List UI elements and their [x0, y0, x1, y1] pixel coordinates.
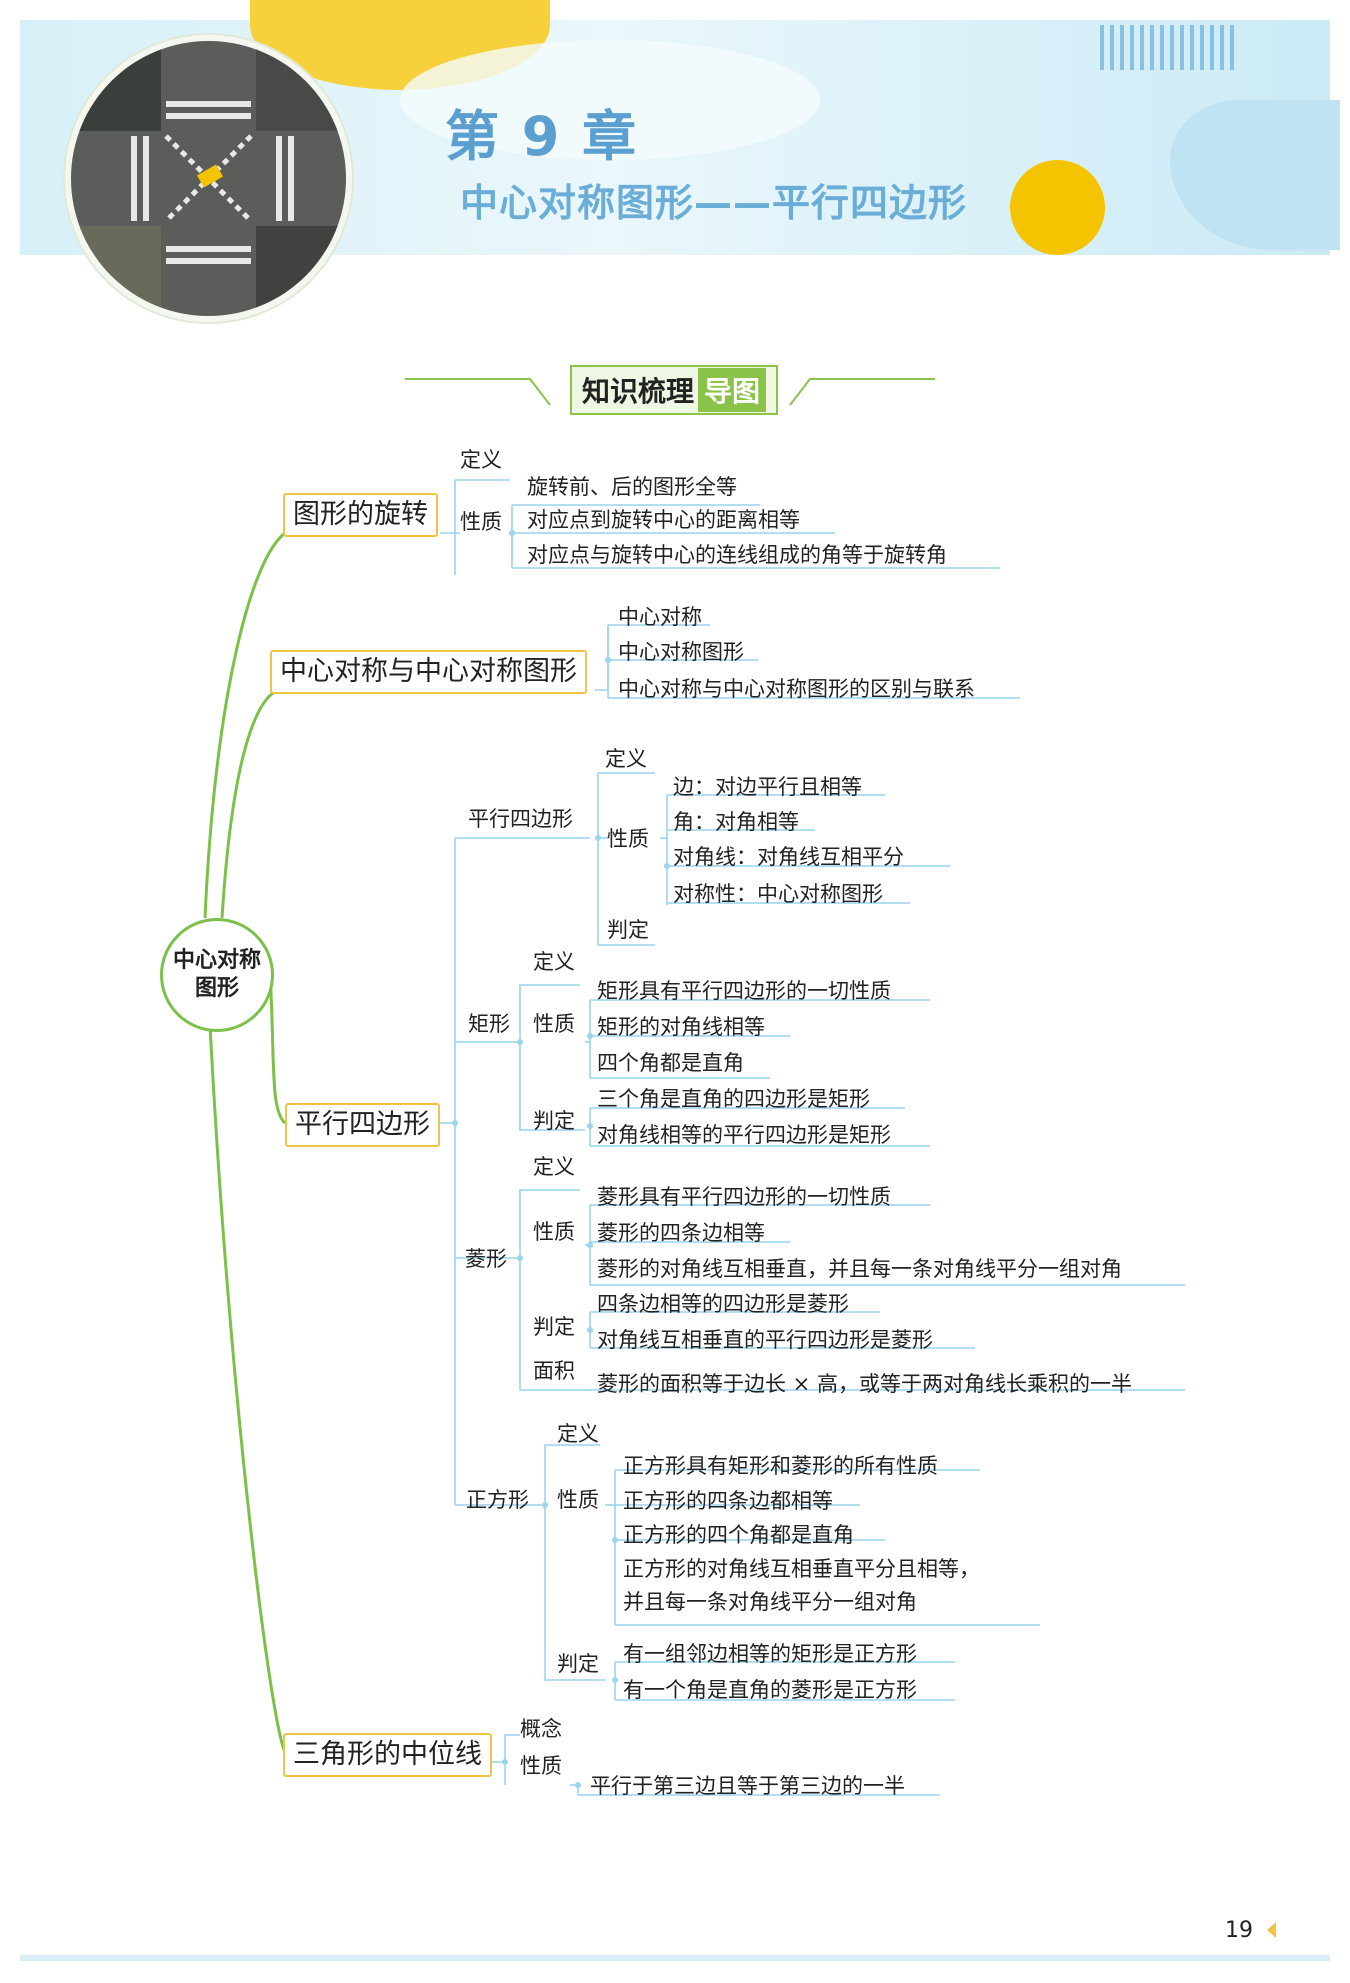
rect-prop: 性质 — [533, 1012, 575, 1036]
footer-band — [20, 1955, 1330, 1961]
square-prop-5: 并且每一条对角线平分一组对角 — [623, 1590, 917, 1614]
branch-parallelogram: 平行四边形 — [285, 1103, 440, 1147]
para-label: 平行四边形 — [468, 807, 573, 831]
rhombus-judge-2: 对角线互相垂直的平行四边形是菱形 — [597, 1328, 933, 1352]
rect-prop-3: 四个角都是直角 — [597, 1051, 744, 1075]
branch-lines — [440, 479, 1185, 1796]
square-prop: 性质 — [557, 1488, 599, 1512]
central-item-3: 中心对称与中心对称图形的区别与联系 — [618, 677, 975, 701]
rhombus-def: 定义 — [533, 1155, 575, 1179]
rhombus-prop-3: 菱形的对角线互相垂直，并且每一条对角线平分一组对角 — [597, 1257, 1122, 1281]
page-arrow-icon — [1267, 1922, 1276, 1938]
chapter-number: 第 9 章 — [445, 105, 639, 168]
decor-white-blob — [400, 40, 820, 160]
square-def: 定义 — [557, 1422, 599, 1446]
page-number: 19 — [1225, 1918, 1253, 1943]
rhombus-area: 面积 — [533, 1359, 575, 1383]
rect-judge-1: 三个角是直角的四边形是矩形 — [597, 1087, 870, 1111]
rect-prop-2: 矩形的对角线相等 — [597, 1015, 765, 1039]
para-prop-4: 对称性：中心对称图形 — [673, 882, 883, 906]
rhombus-label: 菱形 — [465, 1247, 507, 1271]
rect-label: 矩形 — [468, 1012, 510, 1036]
central-item-2: 中心对称图形 — [618, 640, 744, 664]
decor-yellow-circle — [1010, 160, 1105, 255]
root-label: 中心对称 图形 — [172, 948, 261, 1001]
midline-concept: 概念 — [520, 1717, 562, 1741]
chapter-title: 中心对称图形——平行四边形 — [460, 181, 968, 225]
square-judge-1: 有一组邻边相等的矩形是正方形 — [623, 1642, 917, 1666]
section-title: 知识梳理 — [582, 375, 695, 408]
rhombus-prop: 性质 — [533, 1220, 575, 1244]
para-prop-2: 角：对角相等 — [673, 810, 799, 834]
trunk-lines — [203, 531, 287, 1753]
rhombus-prop-2: 菱形的四条边相等 — [597, 1221, 765, 1245]
section-title-highlight: 导图 — [698, 368, 767, 412]
midline-prop: 性质 — [520, 1754, 562, 1778]
midline-prop-text: 平行于第三边且等于第三边的一半 — [590, 1774, 905, 1798]
decor-stripes — [1100, 25, 1240, 70]
section-title-banner: 知识梳理导图 — [570, 365, 779, 415]
square-prop-3: 正方形的四个角都是直角 — [623, 1523, 854, 1547]
rotation-prop: 性质 — [460, 510, 502, 534]
para-judge: 判定 — [607, 918, 649, 942]
square-prop-1: 正方形具有矩形和菱形的所有性质 — [623, 1454, 938, 1478]
para-prop-1: 边：对边平行且相等 — [673, 775, 862, 799]
rotation-prop-1: 旋转前、后的图形全等 — [527, 475, 737, 499]
square-prop-2: 正方形的四条边都相等 — [623, 1489, 833, 1513]
branch-dots — [452, 530, 670, 1788]
rhombus-area-text: 菱形的面积等于边长 × 高，或等于两对角线长乘积的一半 — [597, 1372, 1132, 1396]
square-label: 正方形 — [466, 1488, 529, 1512]
rhombus-prop-1: 菱形具有平行四边形的一切性质 — [597, 1185, 891, 1209]
para-def: 定义 — [605, 747, 647, 771]
branch-triangle-midline: 三角形的中位线 — [283, 1733, 492, 1777]
mindmap-root: 中心对称 图形 — [160, 918, 274, 1032]
rotation-def: 定义 — [460, 448, 502, 472]
para-prop-3: 对角线：对角线互相平分 — [673, 845, 904, 869]
rect-def: 定义 — [533, 950, 575, 974]
rotation-prop-2: 对应点到旋转中心的距离相等 — [527, 508, 800, 532]
para-prop: 性质 — [607, 827, 649, 851]
central-item-1: 中心对称 — [618, 605, 702, 629]
rhombus-judge: 判定 — [533, 1315, 575, 1339]
rect-judge-2: 对角线相等的平行四边形是矩形 — [597, 1123, 891, 1147]
branch-rotation: 图形的旋转 — [283, 493, 438, 537]
rect-prop-1: 矩形具有平行四边形的一切性质 — [597, 979, 891, 1003]
square-judge: 判定 — [557, 1652, 599, 1676]
square-prop-4: 正方形的对角线互相垂直平分且相等， — [623, 1557, 980, 1581]
rect-judge: 判定 — [533, 1109, 575, 1133]
square-judge-2: 有一个角是直角的菱形是正方形 — [623, 1678, 917, 1702]
rhombus-judge-1: 四条边相等的四边形是菱形 — [597, 1292, 849, 1316]
rotation-prop-3: 对应点与旋转中心的连线组成的角等于旋转角 — [527, 543, 947, 567]
branch-central-symmetry: 中心对称与中心对称图形 — [270, 650, 587, 694]
banner-decor-lines — [405, 378, 935, 406]
